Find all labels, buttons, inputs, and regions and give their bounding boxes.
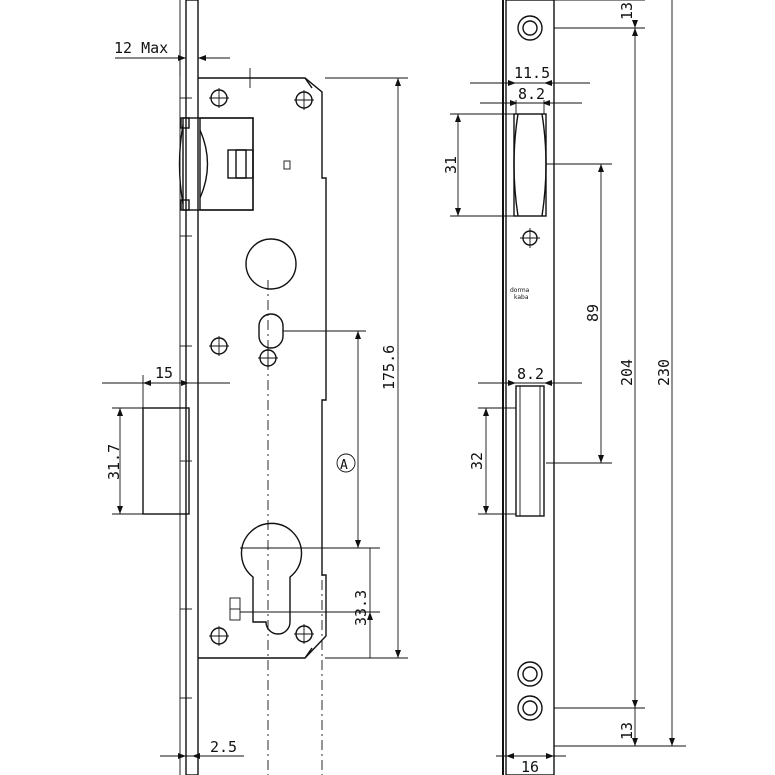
dim-31-7: 31.7 [105, 444, 123, 480]
faceplate [185, 0, 199, 775]
dim-175-6: 175.6 [380, 345, 398, 390]
faceplate-front [505, 0, 555, 775]
cylinder-cutout [240, 522, 303, 635]
dim-230: 230 [655, 359, 673, 386]
brand-logo-line2: kaba [514, 294, 529, 301]
latch-opening [513, 100, 547, 217]
label-a: A [340, 458, 348, 473]
dim-31: 31 [442, 156, 460, 174]
lock-case [198, 77, 327, 659]
latch-assembly [178, 117, 291, 211]
screw-icons [209, 88, 314, 646]
dim-15: 15 [155, 364, 173, 382]
dim-2-5: 2.5 [210, 738, 237, 756]
spindle-hole [245, 238, 297, 290]
dim-13-top: 13 [618, 2, 636, 20]
dim-33-3: 33.3 [352, 590, 370, 626]
dim-8-2-mid: 8.2 [517, 365, 544, 383]
dim-12-max: 12 Max [114, 39, 168, 57]
dim-204: 204 [618, 359, 636, 386]
dim-16: 16 [521, 758, 539, 775]
dim-13-bottom: 13 [618, 722, 636, 740]
right-dimensions: 11.5 8.2 31 89 204 230 13 [442, 0, 686, 775]
lock-body-side-view [142, 0, 327, 775]
dim-89: 89 [584, 304, 602, 322]
brand-logo-line1: dorma [510, 287, 530, 294]
dim-32: 32 [468, 452, 486, 470]
dim-11-5: 11.5 [514, 64, 550, 82]
slot [258, 313, 284, 349]
deadbolt [142, 407, 190, 515]
left-dimensions: 12 Max 2.5 15 31.7 175.6 A [102, 39, 408, 759]
deadbolt-opening [515, 385, 545, 517]
dim-8-2-top: 8.2 [518, 85, 545, 103]
faceplate-front-view: dorma kaba [502, 0, 555, 775]
